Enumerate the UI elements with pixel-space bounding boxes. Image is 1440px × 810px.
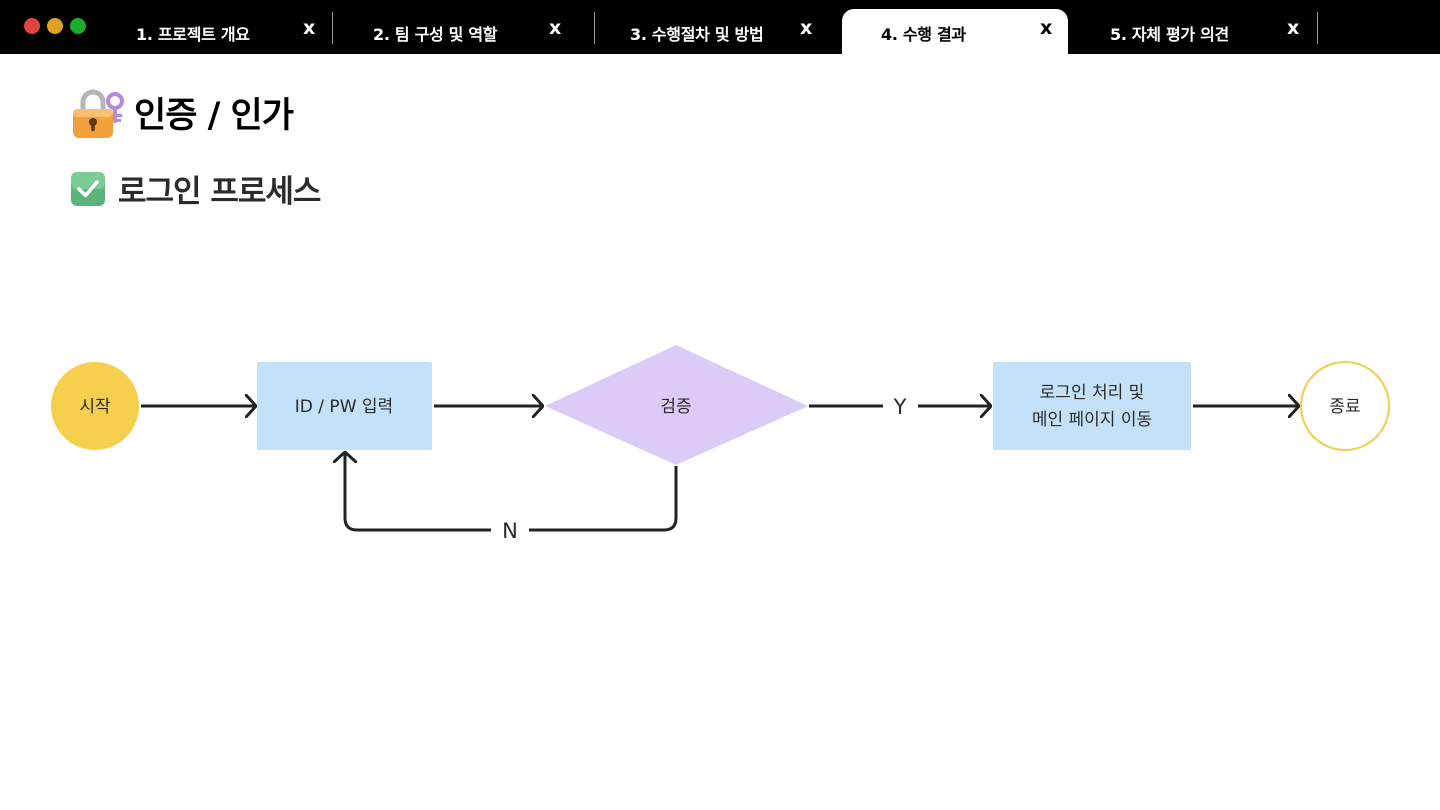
section-title: 로그인 프로세스	[70, 166, 321, 211]
login-process-node	[993, 362, 1191, 450]
tab-label: 2. 팀 구성 및 역할	[373, 25, 498, 44]
lock-with-key-icon	[73, 89, 124, 138]
tab-project-overview[interactable]: 1. 프로젝트 개요 x	[100, 9, 332, 54]
tab-team-roles[interactable]: 2. 팀 구성 및 역할 x	[333, 9, 593, 54]
input-credentials-label: ID / PW 입력	[295, 397, 393, 417]
tab-results[interactable]: 4. 수행 결과 x	[842, 9, 1068, 54]
edge-no-to-input	[345, 452, 491, 532]
login-process-label-line1: 로그인 처리 및	[1040, 383, 1145, 403]
tab-close-icon[interactable]: x	[1287, 17, 1300, 39]
tab-close-icon[interactable]: x	[303, 17, 316, 39]
tab-label: 5. 자체 평가 의견	[1110, 25, 1229, 44]
tab-close-icon[interactable]: x	[800, 17, 813, 39]
verify-decision-node	[545, 345, 808, 465]
start-node	[51, 362, 139, 450]
verify-decision-label: 검증	[660, 397, 691, 417]
start-node-label: 시작	[79, 397, 111, 417]
tab-label: 1. 프로젝트 개요	[136, 25, 250, 44]
edge-no-label: N	[502, 519, 518, 543]
tab-label: 4. 수행 결과	[881, 25, 966, 44]
section-title-text: 로그인 프로세스	[118, 174, 321, 210]
tab-procedure-method[interactable]: 3. 수행절차 및 방법 x	[595, 9, 842, 54]
edge-verify-no-segment	[529, 466, 678, 532]
tab-label: 3. 수행절차 및 방법	[630, 25, 764, 44]
input-credentials-node	[257, 362, 432, 450]
tab-separator	[332, 12, 333, 44]
window-maximize-button[interactable]	[70, 18, 86, 34]
tab-close-icon[interactable]: x	[1040, 17, 1053, 39]
check-mark-button-icon	[71, 171, 105, 206]
window-close-button[interactable]	[24, 18, 40, 34]
window-minimize-button[interactable]	[47, 18, 63, 34]
page-title: 인증 / 인가	[70, 84, 294, 140]
end-node	[1300, 361, 1390, 451]
tab-separator	[1317, 12, 1318, 44]
tab-self-evaluation[interactable]: 5. 자체 평가 의견 x	[1068, 9, 1317, 54]
edge-yes-label: Y	[893, 395, 907, 419]
tab-bar: 1. 프로젝트 개요 x 2. 팀 구성 및 역할 x 3. 수행절차 및 방법…	[0, 0, 1440, 54]
login-process-label-line2: 메인 페이지 이동	[1032, 410, 1152, 430]
end-node-label: 종료	[1329, 397, 1360, 417]
tab-close-icon[interactable]: x	[549, 17, 562, 39]
tab-separator	[594, 12, 595, 44]
page-title-text: 인증 / 인가	[134, 95, 294, 136]
